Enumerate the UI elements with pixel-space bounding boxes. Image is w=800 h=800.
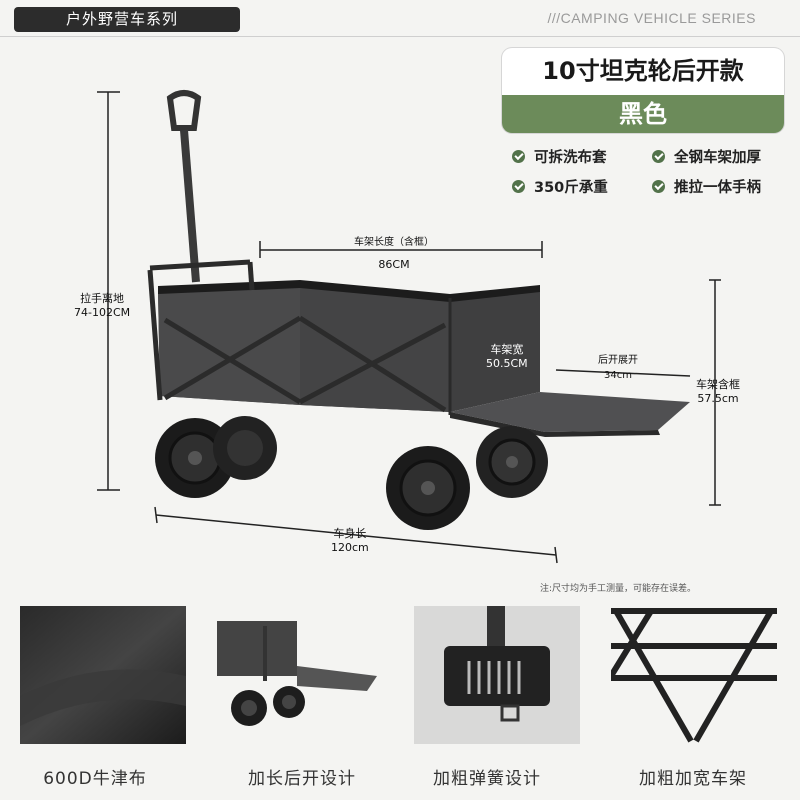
wheels <box>155 416 548 530</box>
frame-width-dimension: 车架宽 50.5CM <box>486 343 528 370</box>
frame-length-dimension: 车架长度（含框） 86CM <box>354 237 434 271</box>
dimension-lines <box>97 91 721 564</box>
product-color: 黑色 <box>502 95 784 133</box>
check-icon <box>652 150 665 163</box>
fabric-closeup-image <box>20 606 186 744</box>
detail-label: 加长后开设计 <box>248 769 356 789</box>
detail-label: 600D牛津布 <box>43 769 147 789</box>
series-english-title: ///CAMPING VEHICLE SERIES <box>547 10 756 26</box>
measurement-note: 注:尺寸均为手工测量，可能存在误差。 <box>540 584 697 594</box>
header-divider <box>0 36 800 37</box>
detail-label: 加粗弹簧设计 <box>433 769 541 789</box>
product-title: 10寸坦克轮后开款 <box>542 57 744 85</box>
feature-item: 350斤承重 <box>512 176 652 197</box>
product-title-card: 10寸坦克轮后开款 黑色 <box>502 48 784 133</box>
cart-illustration <box>97 90 721 564</box>
check-icon <box>512 180 525 193</box>
check-icon <box>512 150 525 163</box>
series-tag: 户外野营车系列 <box>14 7 240 32</box>
feature-item: 全钢车架加厚 <box>652 146 792 167</box>
rear-open-dimension: 后开展开 34cm <box>598 355 638 381</box>
feature-item: 推拉一体手柄 <box>652 176 792 197</box>
check-icon <box>652 180 665 193</box>
detail-label: 加粗加宽车架 <box>639 769 747 789</box>
frame-closeup-image <box>611 606 777 744</box>
frame-height-dimension: 车架含框 57.5cm <box>696 378 740 405</box>
body-length-dimension: 车身长 120cm <box>331 527 369 554</box>
cart-body <box>147 259 690 437</box>
pull-handle <box>166 90 202 283</box>
series-tag-text: 户外野营车系列 <box>66 10 179 28</box>
feature-list: 可拆洗布套 全钢车架加厚 350斤承重 推拉一体手柄 <box>512 146 792 197</box>
rear-open-image <box>217 606 383 744</box>
handle-height-dimension: 拉手离地 74-102CM <box>74 292 131 319</box>
feature-item: 可拆洗布套 <box>512 146 652 167</box>
spring-closeup-image <box>414 606 580 744</box>
